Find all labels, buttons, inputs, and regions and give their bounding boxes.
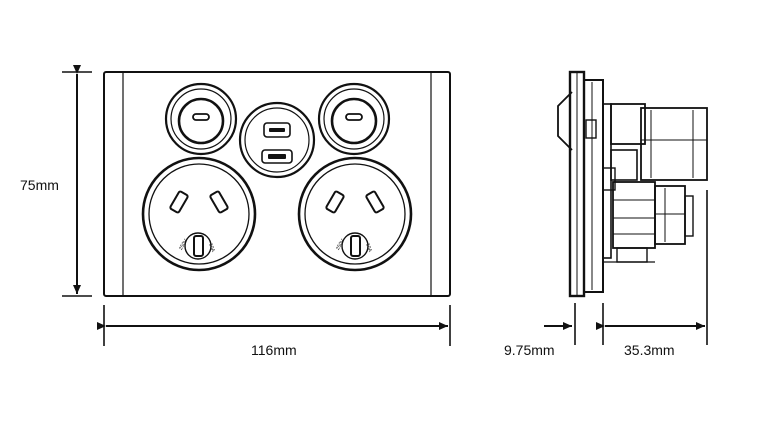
side-view xyxy=(557,70,708,298)
front-view: 250V 10A 250V 10A xyxy=(103,71,451,297)
left-rating-b: 10A xyxy=(207,242,216,253)
front-depth-label: 9.75mm xyxy=(504,342,555,358)
left-rating-a: 250V xyxy=(178,238,189,252)
height-label: 75mm xyxy=(20,177,59,193)
width-dimension xyxy=(97,305,451,346)
right-switch-icon[interactable] xyxy=(317,82,391,156)
left-outlet-icon[interactable]: 250V 10A xyxy=(141,156,257,272)
faceplate-outline xyxy=(103,71,451,297)
height-dimension xyxy=(62,65,92,297)
right-rating-a: 250V xyxy=(335,238,346,252)
right-outlet-icon[interactable]: 250V 10A xyxy=(297,156,413,272)
front-depth-dimension xyxy=(544,303,576,345)
back-depth-dimension xyxy=(596,190,708,345)
usb-port-icon[interactable] xyxy=(238,101,316,179)
width-label: 116mm xyxy=(251,342,297,358)
back-depth-label: 35.3mm xyxy=(624,342,675,358)
left-switch-icon[interactable] xyxy=(164,82,238,156)
right-rating-b: 10A xyxy=(364,242,373,253)
